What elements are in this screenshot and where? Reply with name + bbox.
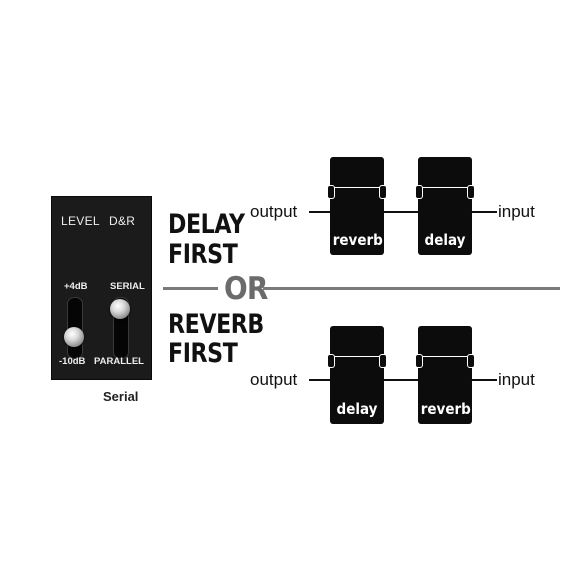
reverb-first-line2: FIRST xyxy=(168,338,238,369)
dr-label: D&R xyxy=(109,214,136,228)
switch-panel: LEVEL D&R +4dB SERIAL -10dB PARALLEL xyxy=(51,196,152,380)
bottom-input-label: input xyxy=(498,370,535,389)
top-wire-middle xyxy=(384,211,418,213)
top-pedal-right-label: delay xyxy=(424,231,466,249)
top-pedal-left: reverb xyxy=(328,157,386,255)
reverb-first-line1: REVERB xyxy=(168,309,264,340)
top-pedal-right: delay xyxy=(416,157,474,255)
bottom-pedal-left-label: delay xyxy=(336,400,378,418)
bottom-wire-middle xyxy=(384,379,418,381)
level-switch-toggle[interactable] xyxy=(64,327,84,347)
dr-serial-label: SERIAL xyxy=(110,281,145,292)
bottom-pedal-right-label: reverb xyxy=(420,400,471,418)
level-label: LEVEL xyxy=(61,214,100,228)
bottom-output-label: output xyxy=(250,370,298,389)
level-low-label: -10dB xyxy=(59,356,86,367)
divider-line-left xyxy=(163,287,218,290)
delay-first-line1: DELAY xyxy=(168,209,245,240)
divider-line-right xyxy=(263,287,560,290)
top-input-label: input xyxy=(498,202,535,221)
or-separator: OR xyxy=(224,271,268,307)
top-wire-output xyxy=(309,211,331,213)
top-wire-input xyxy=(471,211,497,213)
top-output-label: output xyxy=(250,202,298,221)
level-high-label: +4dB xyxy=(64,281,88,292)
dr-switch-toggle[interactable] xyxy=(110,299,130,319)
bottom-pedal-left: delay xyxy=(328,326,386,424)
bottom-wire-input xyxy=(471,379,497,381)
bottom-pedal-right: reverb xyxy=(416,326,474,424)
panel-caption: Serial xyxy=(103,389,139,404)
top-pedal-left-label: reverb xyxy=(332,231,383,249)
delay-first-line2: FIRST xyxy=(168,239,238,270)
bottom-wire-output xyxy=(309,379,331,381)
dr-parallel-label: PARALLEL xyxy=(94,356,144,367)
